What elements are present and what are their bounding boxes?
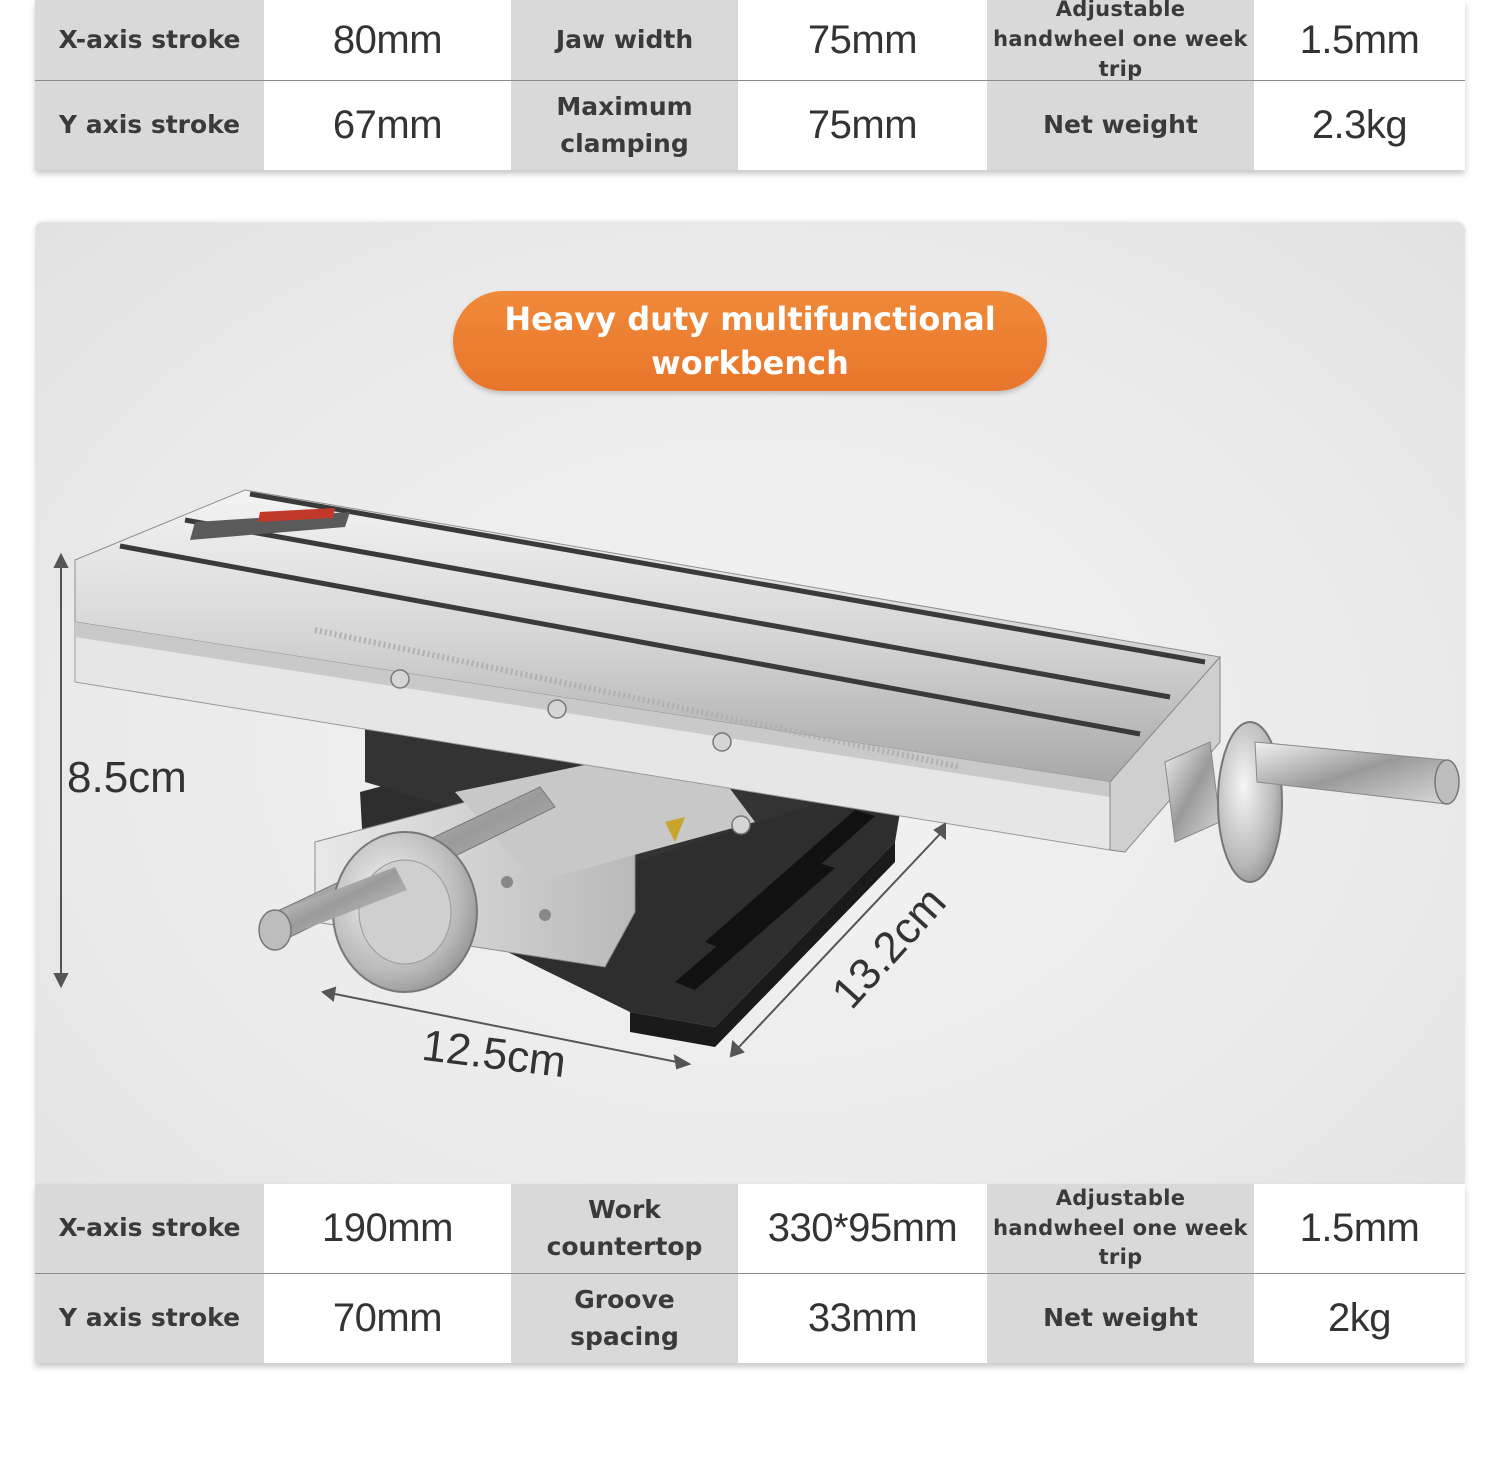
product-title-badge: Heavy duty multifunctional workbench <box>453 291 1047 391</box>
spec-value: 70mm <box>264 1274 511 1363</box>
spec-value: 67mm <box>264 81 511 170</box>
spec-value: 190mm <box>264 1184 511 1273</box>
spec-label: Groove spacing <box>511 1274 738 1363</box>
spec-label: Adjustable handwheel one week trip <box>987 0 1254 80</box>
spec-value: 33mm <box>738 1274 987 1363</box>
spec-label: Net weight <box>987 1274 1254 1363</box>
product-hero: 8.5cm 12.5cm 13.2cm Heavy duty multifunc… <box>35 222 1465 1184</box>
spec-label: Jaw width <box>511 0 738 80</box>
spec-label: Y axis stroke <box>35 1274 264 1363</box>
spec-label: Maximum clamping <box>511 81 738 170</box>
spec-label: Work countertop <box>511 1184 738 1273</box>
row-divider <box>35 1273 1465 1274</box>
spec-label: Y axis stroke <box>35 81 264 170</box>
spec-value: 2kg <box>1254 1274 1465 1363</box>
cross-slide-vise-icon: 8.5cm 12.5cm 13.2cm <box>53 489 1460 1087</box>
spec-value: 330*95mm <box>738 1184 987 1273</box>
spec-label: Net weight <box>987 81 1254 170</box>
dimension-width-label: 12.5cm <box>419 1021 568 1087</box>
spec-value: 1.5mm <box>1254 1184 1465 1273</box>
spec-value: 2.3kg <box>1254 81 1465 170</box>
spec-value: 75mm <box>738 0 987 80</box>
spec-table-bottom: X-axis stroke 190mm Work countertop 330*… <box>35 1184 1465 1363</box>
spec-table-top: X-axis stroke 80mm Jaw width 75mm Adjust… <box>35 0 1465 170</box>
spec-value: 1.5mm <box>1254 0 1465 80</box>
spec-label: X-axis stroke <box>35 1184 264 1273</box>
row-divider <box>35 80 1465 81</box>
spec-value: 75mm <box>738 81 987 170</box>
spec-value: 80mm <box>264 0 511 80</box>
dimension-height-label: 8.5cm <box>67 753 187 802</box>
spec-label: X-axis stroke <box>35 0 264 80</box>
spec-label: Adjustable handwheel one week trip <box>987 1184 1254 1273</box>
